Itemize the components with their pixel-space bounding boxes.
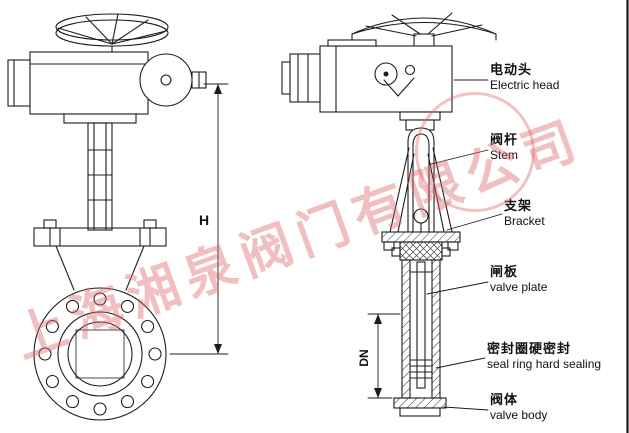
leader-stem [430,149,489,165]
label-seal-ring: 密封圈硬密封 seal ring hard sealing [487,341,601,372]
dimension-dn: DN [357,313,401,399]
actuator-side [281,39,453,131]
bracket-side [381,147,461,251]
label-stem-en: Stem [490,148,519,163]
body-flange-front [33,287,167,421]
leader-valve-body [443,406,489,411]
actuator-front [7,51,207,115]
label-stem-zh: 阀杆 [490,132,519,147]
leader-lines [426,79,503,411]
label-electric-head-en: Electric head [490,78,560,93]
yoke-column-front [63,113,137,231]
label-valve-plate: 闸板 valve plate [490,264,547,295]
label-valve-plate-en: valve plate [490,280,548,295]
label-bracket-zh: 支架 [504,198,533,213]
label-bracket-en: Bracket [504,214,545,229]
bonnet-flange-front [33,219,167,291]
label-seal-ring-en: seal ring hard sealing [487,357,602,372]
dimension-h-label: H [199,212,209,228]
label-electric-head: 电动头 Electric head [490,62,559,93]
leader-seal-ring [435,357,486,369]
dimension-dn-label: DN [357,349,371,366]
label-valve-body: 阀体 valve body [490,392,547,423]
leader-bracket [446,213,503,231]
label-electric-head-zh: 电动头 [490,62,533,77]
handwheel-side [351,12,497,47]
label-seal-ring-zh: 密封圈硬密封 [487,341,572,356]
leader-valve-plate [426,281,489,295]
label-valve-plate-zh: 闸板 [490,264,519,279]
handwheel-front [55,13,169,55]
dimension-h: H [169,83,229,355]
label-stem: 阀杆 Stem [490,132,518,163]
front-view: H [7,13,229,421]
gland-side [391,241,451,261]
label-valve-body-zh: 阀体 [490,392,519,407]
valve-body-side [393,259,447,417]
side-view: DN [281,12,497,417]
label-bracket: 支架 Bracket [504,198,545,229]
label-valve-body-en: valve body [490,408,548,423]
